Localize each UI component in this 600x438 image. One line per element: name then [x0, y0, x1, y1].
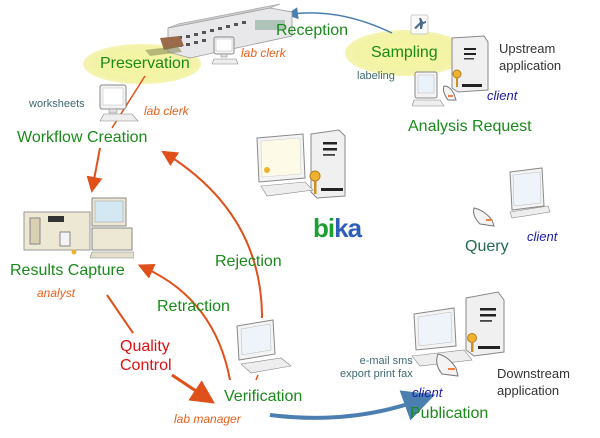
quality-control-line-1: Quality [120, 338, 170, 355]
central-server-icon [256, 129, 346, 199]
downstream-application-label: Downstream application [497, 365, 570, 399]
verification-computer-icon [236, 319, 292, 374]
stage-verification: Verification [224, 388, 303, 405]
note-worksheets: worksheets [29, 98, 85, 110]
downstream-line-1: Downstream [497, 366, 570, 381]
upstream-line-1: Upstream [499, 41, 556, 56]
client-query: client [527, 229, 558, 244]
stage-rejection: Rejection [215, 253, 282, 270]
stage-retraction: Retraction [157, 298, 230, 315]
downstream-server-icon [411, 291, 505, 377]
note-channels-line-2: export print fax [340, 368, 413, 380]
upstream-application-label: Upstream application [499, 40, 561, 74]
logo-b: b [313, 213, 329, 243]
role-lab-clerk-top: lab clerk [241, 46, 286, 60]
results-qc-line [106, 294, 134, 334]
stage-reception: Reception [276, 22, 349, 39]
note-publication-channels: e-mail sms export print fax [340, 355, 413, 381]
quality-control-label: Quality Control [120, 337, 172, 375]
logo-ka: ka [334, 213, 362, 243]
airplane-icon [410, 14, 429, 35]
role-lab-clerk-workflow: lab clerk [144, 104, 189, 118]
stage-analysis-request: Analysis Request [408, 118, 532, 135]
stage-sampling: Sampling [371, 44, 438, 61]
client-publication: client [412, 385, 443, 400]
reception-arrow [286, 7, 393, 34]
note-channels-line-1: e-mail sms [359, 355, 413, 367]
retraction-arrow [137, 264, 231, 381]
publication-arrow [269, 390, 436, 421]
logo-i: i [327, 213, 335, 243]
lab-instrument-icon [23, 197, 134, 259]
computer-icon [212, 36, 238, 65]
query-client-icon [473, 167, 551, 227]
note-labeling: labeling [357, 70, 395, 82]
bika-logo: bika [313, 213, 362, 244]
workflow-to-results-arrow [86, 147, 103, 193]
rejection-arrow [161, 150, 263, 319]
upstream-line-2: application [499, 58, 562, 73]
stage-preservation: Preservation [100, 55, 190, 72]
upstream-server-icon [412, 35, 489, 107]
qc-verification-arrow [171, 373, 215, 404]
role-analyst: analyst [37, 286, 76, 300]
sampling-highlight [345, 30, 467, 76]
quality-control-line-2: Control [120, 357, 172, 374]
computer-icon [99, 84, 139, 122]
downstream-line-2: application [497, 383, 560, 398]
stage-publication: Publication [410, 405, 489, 422]
stage-results-capture: Results Capture [10, 262, 125, 279]
stage-query: Query [465, 238, 509, 255]
client-analysis-request: client [487, 88, 518, 103]
role-lab-manager: lab manager [174, 412, 241, 426]
stage-workflow-creation: Workflow Creation [17, 129, 148, 146]
verification-line [255, 374, 259, 381]
